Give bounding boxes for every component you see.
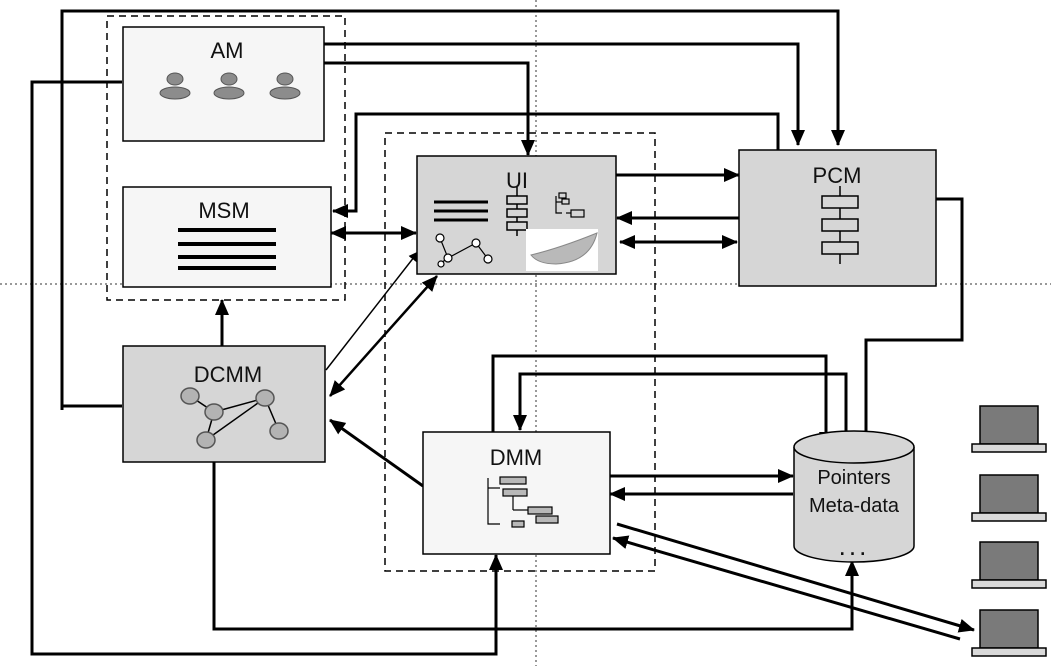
am-to-pcm bbox=[324, 42, 805, 146]
top-loop-to-pcm bbox=[60, 9, 845, 410]
ui-label: UI bbox=[506, 168, 528, 193]
msm-module: MSM bbox=[122, 186, 332, 288]
dmm-module: DMM bbox=[422, 431, 611, 555]
pcm-to-db bbox=[859, 197, 964, 448]
am-label: AM bbox=[211, 38, 244, 63]
connectors bbox=[30, 9, 975, 656]
dcmm-ui-bidir bbox=[329, 275, 438, 397]
monitor-icon bbox=[971, 474, 1047, 522]
list-lines-icon bbox=[178, 228, 276, 270]
dmm-to-db bbox=[491, 354, 833, 448]
db-label-metadata: Meta-data bbox=[809, 495, 900, 517]
dmm-terminal-link-2 bbox=[612, 535, 961, 641]
db-label-ellipsis: ... bbox=[839, 531, 870, 561]
metadata-database: Pointers Meta-data ... bbox=[793, 430, 915, 563]
dcmm-label: DCMM bbox=[194, 362, 262, 387]
process-flow-icon bbox=[821, 186, 859, 264]
db-to-dmm bbox=[513, 372, 848, 436]
dmm-terminal-link-1 bbox=[616, 522, 975, 633]
pcm-label: PCM bbox=[813, 163, 862, 188]
network-graph-icon bbox=[180, 387, 289, 449]
network-graph-icon bbox=[435, 233, 493, 268]
dcmm-module: DCMM bbox=[122, 345, 326, 463]
am-to-ui bbox=[324, 61, 535, 156]
thin-connectors bbox=[325, 251, 438, 397]
ship-hull-icon bbox=[526, 229, 598, 271]
person-icon bbox=[159, 72, 191, 100]
monitor-icon bbox=[971, 405, 1047, 453]
tree-icon bbox=[487, 476, 559, 528]
list-lines-icon bbox=[434, 200, 488, 222]
dmm-to-dcmm bbox=[329, 418, 424, 488]
person-icon bbox=[269, 72, 301, 100]
ui-module: UI bbox=[416, 155, 617, 275]
tree-icon bbox=[555, 192, 585, 218]
monitor-icon bbox=[971, 609, 1047, 657]
pcm-to-msm bbox=[332, 112, 780, 218]
process-flow-icon bbox=[506, 187, 528, 236]
monitor-icon bbox=[971, 541, 1047, 589]
msm-label: MSM bbox=[198, 198, 249, 223]
am-module: AM bbox=[122, 26, 325, 142]
am-left-loop bbox=[30, 80, 503, 656]
person-icon bbox=[213, 72, 245, 100]
ui-dmm-group bbox=[384, 132, 656, 572]
db-label-pointers: Pointers bbox=[817, 467, 890, 489]
pcm-module: PCM bbox=[738, 149, 937, 287]
dmm-label: DMM bbox=[490, 445, 543, 470]
